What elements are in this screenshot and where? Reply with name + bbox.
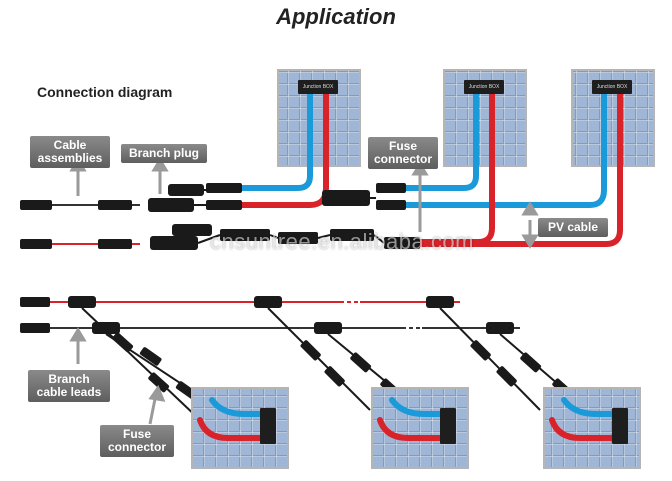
label-fuse-connector-bottom: Fuse connector <box>100 425 174 457</box>
branch-lead-connectors <box>112 332 574 400</box>
junction-box-top-1 <box>298 80 338 94</box>
t-branch-connectors <box>68 296 514 334</box>
negative-wires-top <box>237 85 607 208</box>
bottom-panel-wires <box>197 397 617 441</box>
junction-box-top-3 <box>592 80 632 94</box>
diagram-subtitle: Connection diagram <box>37 84 173 100</box>
junction-boxes-bottom <box>260 408 628 444</box>
label-pv-cable: PV cable <box>538 218 608 237</box>
cable-assembly-red <box>20 239 140 249</box>
label-cable-assemblies: Cable assemblies <box>30 136 110 168</box>
junction-box-top-2 <box>464 80 504 94</box>
junction-box-label-top-2: Junction BOX <box>468 84 500 90</box>
label-branch-cable-leads: Branch cable leads <box>28 370 110 402</box>
label-branch-plug: Branch plug <box>121 144 207 163</box>
cable-assembly-black <box>20 200 140 210</box>
label-fuse-connector-top: Fuse connector <box>368 137 438 169</box>
junction-box-label-top-3: Junction BOX <box>596 84 628 90</box>
branch-plug-leads <box>194 189 385 244</box>
pointer-arrows-bottom <box>69 327 166 425</box>
branch-plug-connectors <box>148 183 420 250</box>
page-title: Application <box>276 4 396 29</box>
bus-end-connectors <box>20 297 50 333</box>
junction-box-label-top-1: Junction BOX <box>302 84 334 90</box>
watermark: cnsuntree.en.alibaba.com <box>210 229 474 254</box>
